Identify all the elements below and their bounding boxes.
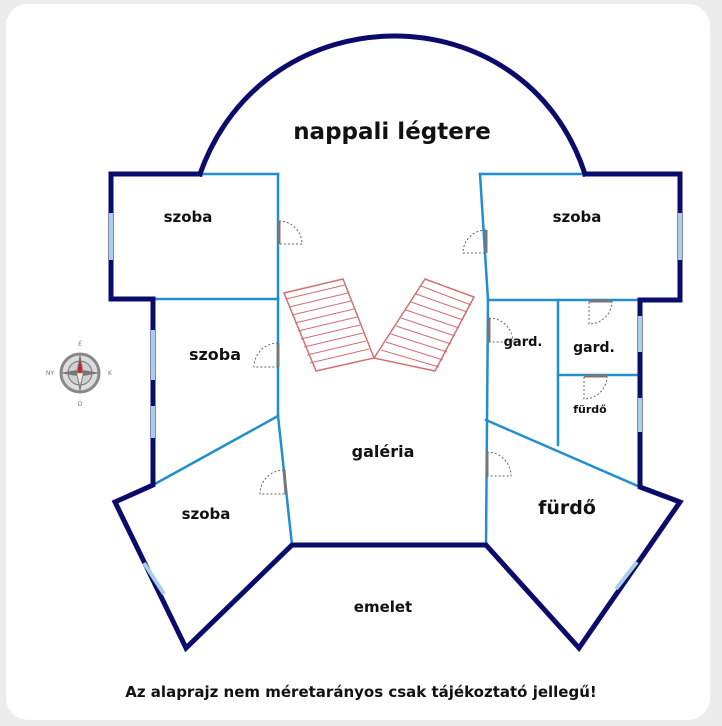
- staircase: [282, 278, 476, 372]
- air-space-label: nappali légtere: [293, 119, 491, 145]
- room-labels: nappali légtere szoba szoba szoba szoba …: [164, 119, 615, 616]
- stair-flight-right: [372, 278, 476, 372]
- door: [487, 317, 514, 343]
- floor-label: emelet: [354, 598, 412, 616]
- room-label-top-right: szoba: [553, 208, 602, 226]
- wardrobe-label-2: gard.: [573, 340, 615, 356]
- room-label-top-left: szoba: [164, 208, 213, 226]
- windows: [109, 213, 682, 596]
- door: [462, 229, 488, 254]
- door: [485, 451, 512, 477]
- compass-south-label: D: [78, 401, 83, 408]
- stair-treads: [285, 284, 472, 368]
- gallery-label: galéria: [352, 442, 415, 461]
- stair-flight-left: [282, 278, 376, 372]
- door: [583, 374, 608, 400]
- doors: [253, 220, 613, 495]
- window: [142, 561, 166, 596]
- compass-needle-north: [77, 360, 83, 373]
- compass: É D NY K: [46, 340, 113, 408]
- compass-west-label: NY: [46, 370, 54, 377]
- compass-east-label: K: [108, 370, 113, 377]
- room-label-mid-left: szoba: [189, 345, 241, 364]
- door: [588, 299, 613, 325]
- door: [253, 342, 280, 368]
- window: [614, 560, 639, 591]
- bathroom-label-large: fürdő: [538, 497, 596, 519]
- room-label-bottom-left: szoba: [182, 505, 231, 523]
- disclaimer-note: Az alaprajz nem méretarányos csak tájéko…: [125, 683, 597, 701]
- bathroom-label-small: fürdő: [573, 403, 607, 416]
- wardrobe-label-1: gard.: [504, 335, 543, 350]
- outer-walls: [108, 33, 684, 653]
- compass-needle-south: [76, 372, 84, 387]
- door: [259, 469, 288, 495]
- compass-north-label: É: [78, 340, 82, 348]
- door: [277, 220, 303, 245]
